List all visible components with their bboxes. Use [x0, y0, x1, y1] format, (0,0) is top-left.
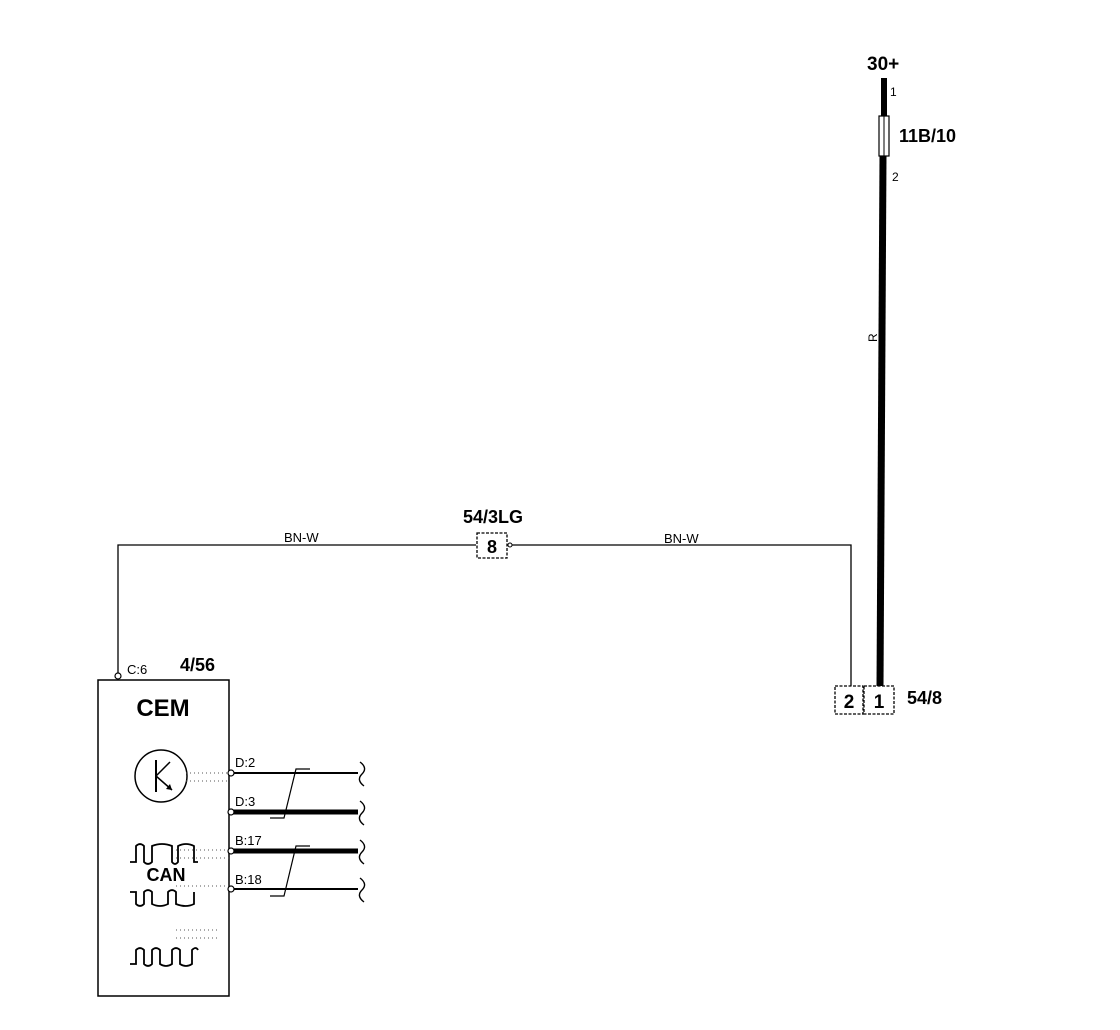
- component-548-pin-1: 1: [874, 692, 885, 713]
- cem-pin-d2-label: D:2: [235, 755, 255, 770]
- twisted-pair-b: [270, 845, 310, 897]
- wire-continuation-marks: [358, 761, 366, 903]
- terminal-d2: [227, 769, 235, 777]
- cem-pin-b18-label: B:18: [235, 872, 262, 887]
- component-548-pin-2: 2: [844, 692, 855, 713]
- cem-top-terminal: [114, 672, 122, 680]
- fuse-pin-1: 1: [890, 85, 897, 99]
- wire-bnw-color-code-left: BN-W: [284, 530, 319, 545]
- component-548-pin1-box: [863, 685, 895, 715]
- connector-mid-label: 54/3LG: [463, 507, 523, 527]
- fuse-pin-2: 2: [892, 170, 899, 184]
- can-signal-icon: [130, 843, 199, 967]
- wire-bnw-left: [117, 544, 476, 675]
- cem-name: CEM: [136, 695, 189, 722]
- cem-top-pin-label: C:6: [127, 662, 147, 677]
- connector-mid-box: [476, 532, 508, 559]
- cem-pin-d3-label: D:3: [235, 794, 255, 809]
- component-548-pin2-box: [834, 685, 864, 715]
- wire-red-color-code: R: [866, 333, 880, 342]
- cem-label: 4/56: [180, 655, 215, 675]
- transistor-icon: [134, 749, 188, 803]
- power-label: 30+: [867, 54, 899, 75]
- terminal-b17: [227, 847, 235, 855]
- component-548-label: 54/8: [907, 688, 942, 708]
- fuse-label: 11B/10: [899, 126, 956, 146]
- wire-red: [876, 155, 887, 687]
- wire-bnw-right: [508, 544, 852, 686]
- cem-internal-dots: [176, 772, 229, 939]
- connector-mid-pin: 8: [487, 537, 497, 557]
- connector-mid-terminal: [507, 542, 513, 548]
- wire-bnw-color-code-right: BN-W: [664, 531, 699, 546]
- terminal-d3: [227, 808, 235, 816]
- can-label: CAN: [147, 865, 186, 885]
- terminal-b18: [227, 885, 235, 893]
- cem-pin-b17-label: B:17: [235, 833, 262, 848]
- twisted-pair-d: [270, 768, 310, 819]
- cem-box: [97, 679, 230, 997]
